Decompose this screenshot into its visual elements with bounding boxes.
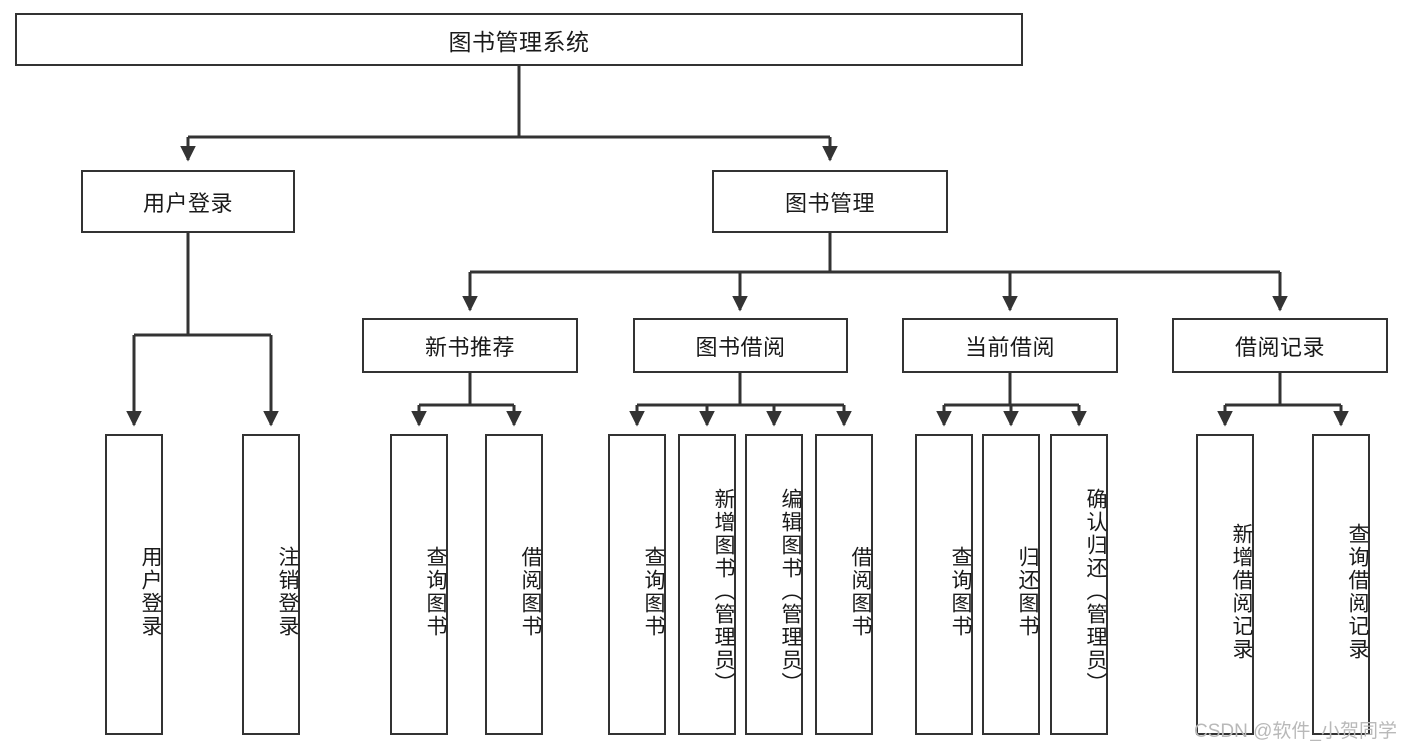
- node-book-management[interactable]: 图书管理: [712, 170, 948, 233]
- node-root-book-management-system[interactable]: 图书管理系统: [15, 13, 1023, 66]
- node-leaf-query-book-1[interactable]: 查询图书: [390, 434, 448, 735]
- node-leaf-confirm-return[interactable]: 确认归还（管理员）: [1050, 434, 1108, 735]
- node-leaf-borrow-book-1[interactable]: 借阅图书: [485, 434, 543, 735]
- node-leaf-user-logout[interactable]: 注销登录: [242, 434, 300, 735]
- node-leaf-query-record[interactable]: 查询借阅记录: [1312, 434, 1370, 735]
- node-new-book-recommend[interactable]: 新书推荐: [362, 318, 578, 373]
- node-leaf-add-book[interactable]: 新增图书（管理员）: [678, 434, 736, 735]
- node-leaf-user-login[interactable]: 用户登录: [105, 434, 163, 735]
- node-borrow-record[interactable]: 借阅记录: [1172, 318, 1388, 373]
- node-book-borrow[interactable]: 图书借阅: [633, 318, 848, 373]
- node-user-login[interactable]: 用户登录: [81, 170, 295, 233]
- node-leaf-edit-book[interactable]: 编辑图书（管理员）: [745, 434, 803, 735]
- node-leaf-borrow-book-2[interactable]: 借阅图书: [815, 434, 873, 735]
- node-leaf-return-book[interactable]: 归还图书: [982, 434, 1040, 735]
- node-leaf-query-book-2[interactable]: 查询图书: [608, 434, 666, 735]
- watermark-text: CSDN @软件_小贺同学: [1194, 721, 1397, 742]
- node-leaf-query-book-3[interactable]: 查询图书: [915, 434, 973, 735]
- node-current-borrow[interactable]: 当前借阅: [902, 318, 1118, 373]
- node-leaf-add-record[interactable]: 新增借阅记录: [1196, 434, 1254, 735]
